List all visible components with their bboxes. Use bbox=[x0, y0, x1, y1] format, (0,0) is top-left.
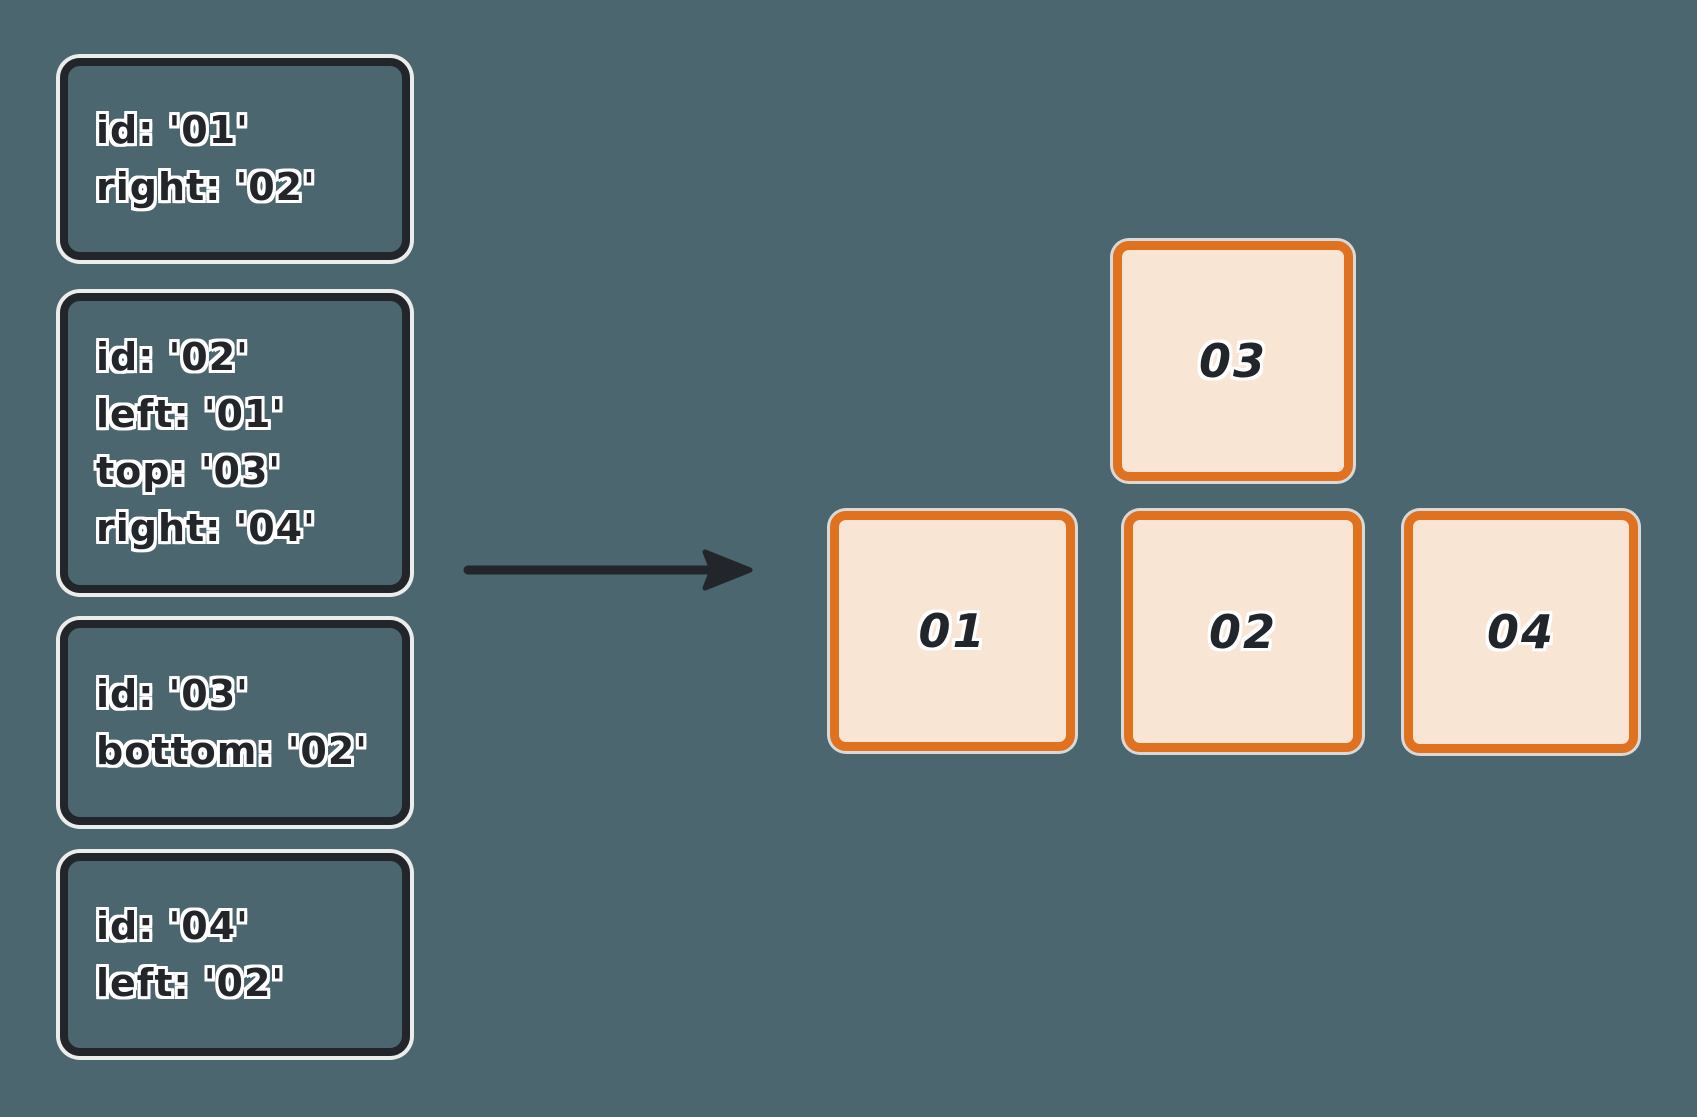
card-line: right: '04' bbox=[96, 506, 316, 550]
definition-card-01: id: '01' right: '02' bbox=[60, 58, 410, 260]
definition-card-04: id: '04' left: '02' bbox=[60, 853, 410, 1056]
card-line: bottom: '02' bbox=[96, 728, 368, 773]
card-line: left: '02' bbox=[96, 960, 285, 1005]
node-label: 04 bbox=[1486, 605, 1555, 659]
layout-node-02: 02 bbox=[1124, 511, 1362, 752]
card-line: top: '03' bbox=[96, 449, 282, 493]
definition-card-03: id: '03' bottom: '02' bbox=[60, 620, 410, 825]
card-line: id: '02' bbox=[96, 335, 249, 379]
card-line: id: '04' bbox=[96, 903, 249, 948]
right-arrow-icon bbox=[455, 545, 765, 595]
node-label: 02 bbox=[1208, 604, 1277, 659]
node-label: 01 bbox=[918, 604, 987, 658]
card-line: right: '02' bbox=[96, 165, 316, 209]
node-label: 03 bbox=[1198, 334, 1267, 388]
card-line: left: '01' bbox=[96, 392, 285, 436]
layout-node-03: 03 bbox=[1113, 241, 1353, 481]
card-line: id: '03' bbox=[96, 671, 249, 716]
definition-card-02: id: '02' left: '01' top: '03' right: '04… bbox=[60, 293, 410, 593]
layout-node-04: 04 bbox=[1404, 511, 1638, 753]
card-line: id: '01' bbox=[96, 108, 249, 152]
layout-node-01: 01 bbox=[830, 511, 1075, 751]
